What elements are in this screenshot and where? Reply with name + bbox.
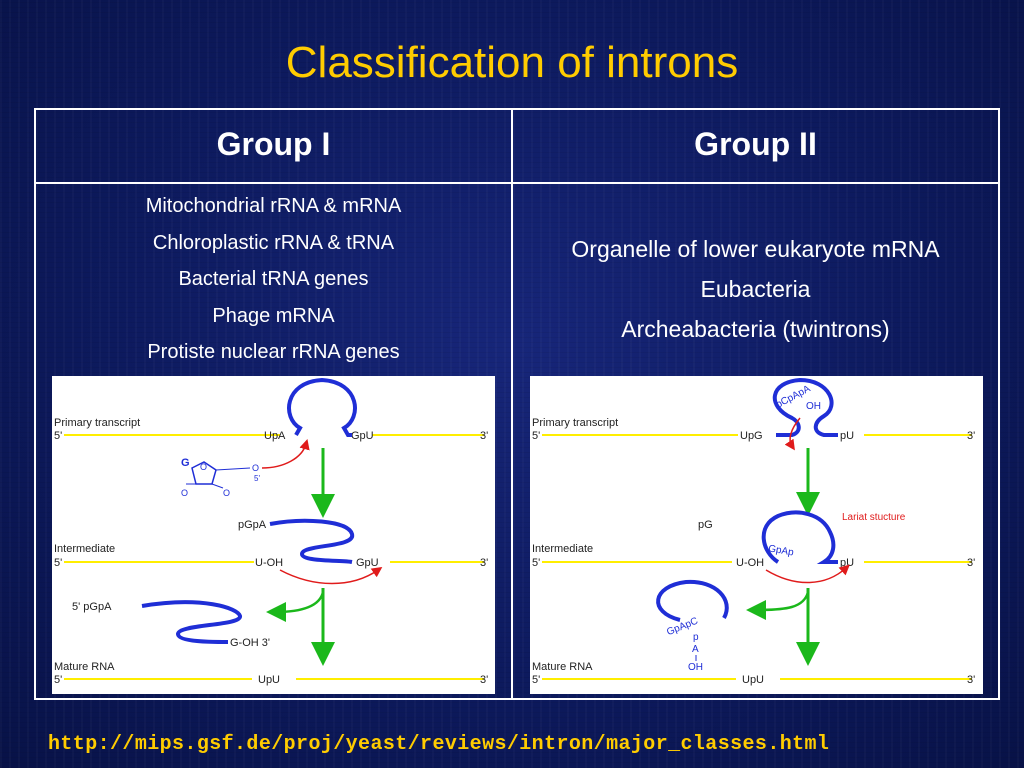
slide-title: Classification of introns bbox=[285, 38, 739, 87]
gpu-label: GpU bbox=[351, 430, 374, 442]
list-item: Chloroplastic rRNA & tRNA bbox=[152, 231, 395, 254]
ribose-ring bbox=[191, 461, 217, 485]
list-item: Archeabacteria (twintrons) bbox=[621, 316, 890, 342]
intron-classification-table: Group I Group II Mitochondrial rRNA & mR… bbox=[34, 108, 1000, 700]
three-prime-label: 3' bbox=[967, 674, 975, 686]
upu-label: UpU bbox=[742, 674, 764, 686]
three-prime-label: 3' bbox=[967, 557, 975, 569]
group-1-splicing-diagram: Primary transcript 5' 3' UpA GpU G O O O… bbox=[52, 376, 495, 694]
upu-label: UpU bbox=[258, 674, 280, 686]
list-item: Eubacteria bbox=[700, 276, 811, 302]
lariat-release-arrow bbox=[746, 591, 810, 620]
lariat-structure-label: Lariat stucture bbox=[842, 512, 906, 523]
mature-rna-label: Mature RNA bbox=[532, 661, 593, 673]
guanosine-o4: O bbox=[223, 488, 230, 498]
five-prime-label: 5' bbox=[532, 674, 540, 686]
five-prime-label: 5' bbox=[54, 430, 62, 442]
uoh-label: U-OH bbox=[255, 557, 283, 569]
list-item: Mitochondrial rRNA & mRNA bbox=[145, 195, 402, 217]
group-2-splicing-diagram: Primary transcript 5' 3' UpG pU pCpApA O… bbox=[530, 376, 983, 694]
header-group-2: Group II bbox=[694, 126, 817, 162]
mature-rna-label: Mature RNA bbox=[54, 661, 115, 673]
list-item: Organelle of lower eukaryote mRNA bbox=[571, 236, 940, 262]
released-pgpa-label: 5' pGpA bbox=[72, 601, 112, 613]
header-group-1: Group I bbox=[216, 126, 331, 162]
intermediate-label: Intermediate bbox=[54, 543, 115, 555]
five-prime-label: 5' bbox=[532, 557, 540, 569]
guanosine-o1: O bbox=[200, 462, 207, 472]
intron-loop bbox=[287, 377, 357, 437]
intron-strand bbox=[269, 518, 354, 564]
table-column-divider bbox=[511, 110, 513, 698]
goh-label: G-OH 3' bbox=[230, 637, 270, 649]
list-item: Protiste nuclear rRNA genes bbox=[147, 341, 400, 363]
a-label: A bbox=[692, 644, 699, 655]
five-prime-label: 5' bbox=[54, 557, 62, 569]
p-label: p bbox=[693, 632, 699, 643]
bond bbox=[215, 467, 251, 471]
guanosine-g-label: G bbox=[181, 457, 190, 469]
group-1-list: Mitochondrial rRNA & mRNA Chloroplastic … bbox=[36, 192, 511, 375]
intron-loop bbox=[772, 377, 838, 437]
released-intron bbox=[141, 600, 242, 644]
pu-label: pU bbox=[840, 557, 854, 569]
nucleophilic-attack-arrow bbox=[261, 438, 310, 469]
intermediate-label: Intermediate bbox=[532, 543, 593, 555]
group-2-list: Organelle of lower eukaryote mRNA Eubact… bbox=[513, 232, 998, 352]
three-prime-label: 3' bbox=[480, 557, 488, 569]
list-item: Bacterial tRNA genes bbox=[178, 268, 369, 290]
pg-label: pG bbox=[698, 519, 713, 531]
guanosine-5prime: 5' bbox=[254, 474, 260, 483]
pgpa-label: pGpA bbox=[238, 519, 267, 531]
primary-transcript-label: Primary transcript bbox=[54, 417, 140, 429]
released-lariat bbox=[656, 579, 729, 622]
upg-label: UpG bbox=[740, 430, 763, 442]
table-header-divider bbox=[36, 182, 998, 184]
source-url-link[interactable]: http://mips.gsf.de/proj/yeast/reviews/in… bbox=[48, 733, 830, 756]
three-prime-label: 3' bbox=[480, 674, 488, 686]
pu-label: pU bbox=[840, 430, 854, 442]
intron-release-arrow bbox=[266, 591, 325, 622]
oh-label: OH bbox=[806, 401, 821, 412]
five-prime-label: 5' bbox=[532, 430, 540, 442]
uoh-label: U-OH bbox=[736, 557, 764, 569]
ligation-arrow bbox=[279, 567, 383, 585]
guanosine-o2: O bbox=[252, 463, 259, 473]
oh-label: OH bbox=[688, 662, 703, 673]
list-item: Phage mRNA bbox=[212, 304, 335, 327]
bond bbox=[211, 483, 224, 489]
three-prime-label: 3' bbox=[480, 430, 488, 442]
gpap-label: GpAp bbox=[767, 543, 795, 558]
three-prime-label: 3' bbox=[967, 430, 975, 442]
primary-transcript-label: Primary transcript bbox=[532, 417, 618, 429]
branch-attack-arrow bbox=[784, 417, 801, 451]
gpu-label: GpU bbox=[356, 557, 379, 569]
lariat-intron bbox=[761, 510, 838, 564]
five-prime-label: 5' bbox=[54, 674, 62, 686]
ligation-arrow bbox=[765, 564, 850, 584]
guanosine-o3: O bbox=[181, 488, 188, 498]
upa-label: UpA bbox=[264, 430, 286, 442]
